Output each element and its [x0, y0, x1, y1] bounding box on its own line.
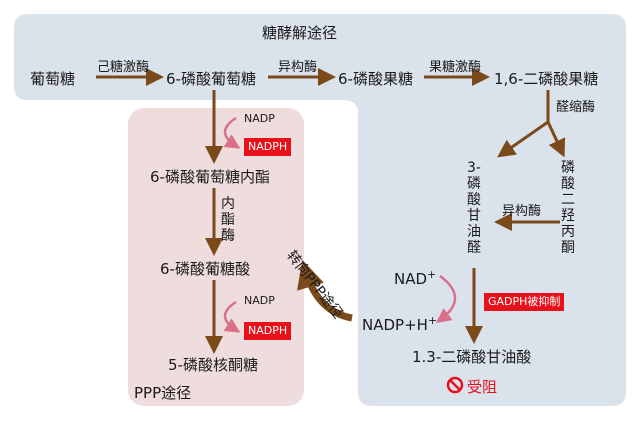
arrow-nadp-curve-2 [223, 300, 241, 333]
node-g3p: 3-磷酸甘油醛 [467, 160, 481, 256]
nadp-label-1: NADP [244, 112, 275, 125]
arrow-nadp-curve-1 [223, 116, 241, 149]
blocked-icon [446, 376, 464, 394]
node-lactone: 6-磷酸葡萄糖内酯 [150, 168, 270, 186]
enzyme-tpi: 异构酶 [502, 204, 542, 219]
nadph-tag-2: NADPH [244, 322, 292, 340]
node-g6p: 6-磷酸葡萄糖 [166, 70, 256, 88]
ppp-label: PPP途径 [134, 384, 192, 402]
node-f6p: 6-磷酸果糖 [338, 70, 413, 88]
node-gluconate: 6-磷酸葡糖酸 [160, 260, 250, 278]
arrow-nad-curve [435, 274, 457, 323]
node-f16bp: 1,6-二磷酸果糖 [494, 70, 599, 88]
node-dhap: 磷酸二羟丙酮 [561, 160, 575, 256]
enzyme-lactonase: 内酯酶 [221, 196, 235, 244]
enzyme-pfk: 果糖激酶 [429, 60, 482, 75]
nadp-label-2: NADP [244, 294, 275, 307]
gadph-inhibited-tag: GADPH被抑制 [484, 293, 565, 311]
enzyme-hexokinase: 己糖激酶 [97, 60, 150, 75]
node-ribulose: 5-磷酸核酮糖 [168, 356, 258, 374]
arrow-to-dhap [546, 121, 566, 158]
nadph-tag-1: NADPH [244, 138, 292, 156]
arrow-to-g3p [497, 120, 549, 158]
nadph-h-label: NADP+H+ [362, 314, 438, 334]
enzyme-aldolase: 醛缩酶 [556, 100, 596, 115]
blocked-label: 受阻 [467, 378, 498, 396]
nad-label: NAD+ [394, 268, 437, 288]
glycolysis-title: 糖酵解途径 [262, 24, 338, 42]
enzyme-isomerase: 异构酶 [278, 60, 318, 75]
node-bpg: 1.3-二磷酸甘油酸 [412, 348, 532, 366]
arrow-shift-to-ppp [297, 259, 353, 322]
node-glucose: 葡萄糖 [30, 70, 76, 88]
